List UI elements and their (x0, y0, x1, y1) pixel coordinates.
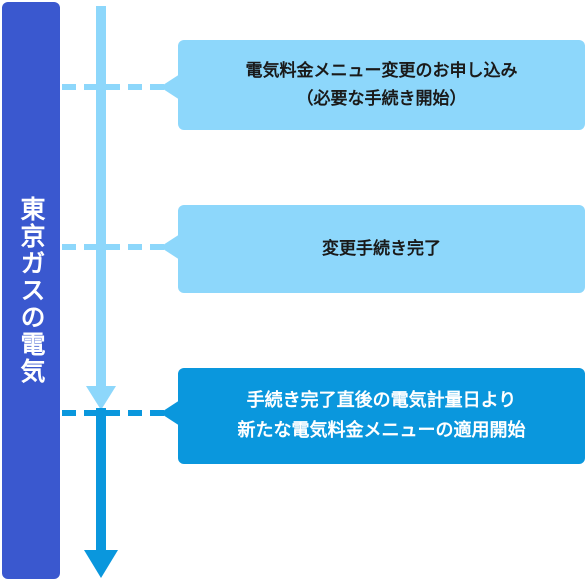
step-2-line-1: 変更手続き完了 (322, 238, 441, 259)
provider-label: 東京ガスの電気 (17, 196, 46, 385)
step-1-line-1: 電気料金メニュー変更のお申し込み (245, 60, 518, 81)
provider-sidebar: 東京ガスの電気 (2, 2, 60, 579)
light-arrow-head (86, 386, 116, 410)
pointer-step-2 (160, 234, 180, 260)
step-box-1: 電気料金メニュー変更のお申し込み （必要な手続き開始） (178, 40, 585, 130)
step-1-line-2: （必要な手続き開始） (296, 89, 467, 109)
step-3-line-2: 新たな電気料金メニューの適用開始 (237, 420, 526, 441)
light-arrow-shaft (96, 6, 106, 392)
pointer-step-1 (160, 74, 180, 100)
step-3-line-1: 手続き完了直後の電気計量日より (246, 390, 517, 412)
strong-arrow-shaft (96, 408, 106, 556)
strong-arrow-head (84, 550, 118, 578)
step-box-3: 手続き完了直後の電気計量日より 新たな電気料金メニューの適用開始 (178, 368, 585, 464)
pointer-step-3 (160, 400, 180, 426)
step-box-2: 変更手続き完了 (178, 205, 585, 293)
